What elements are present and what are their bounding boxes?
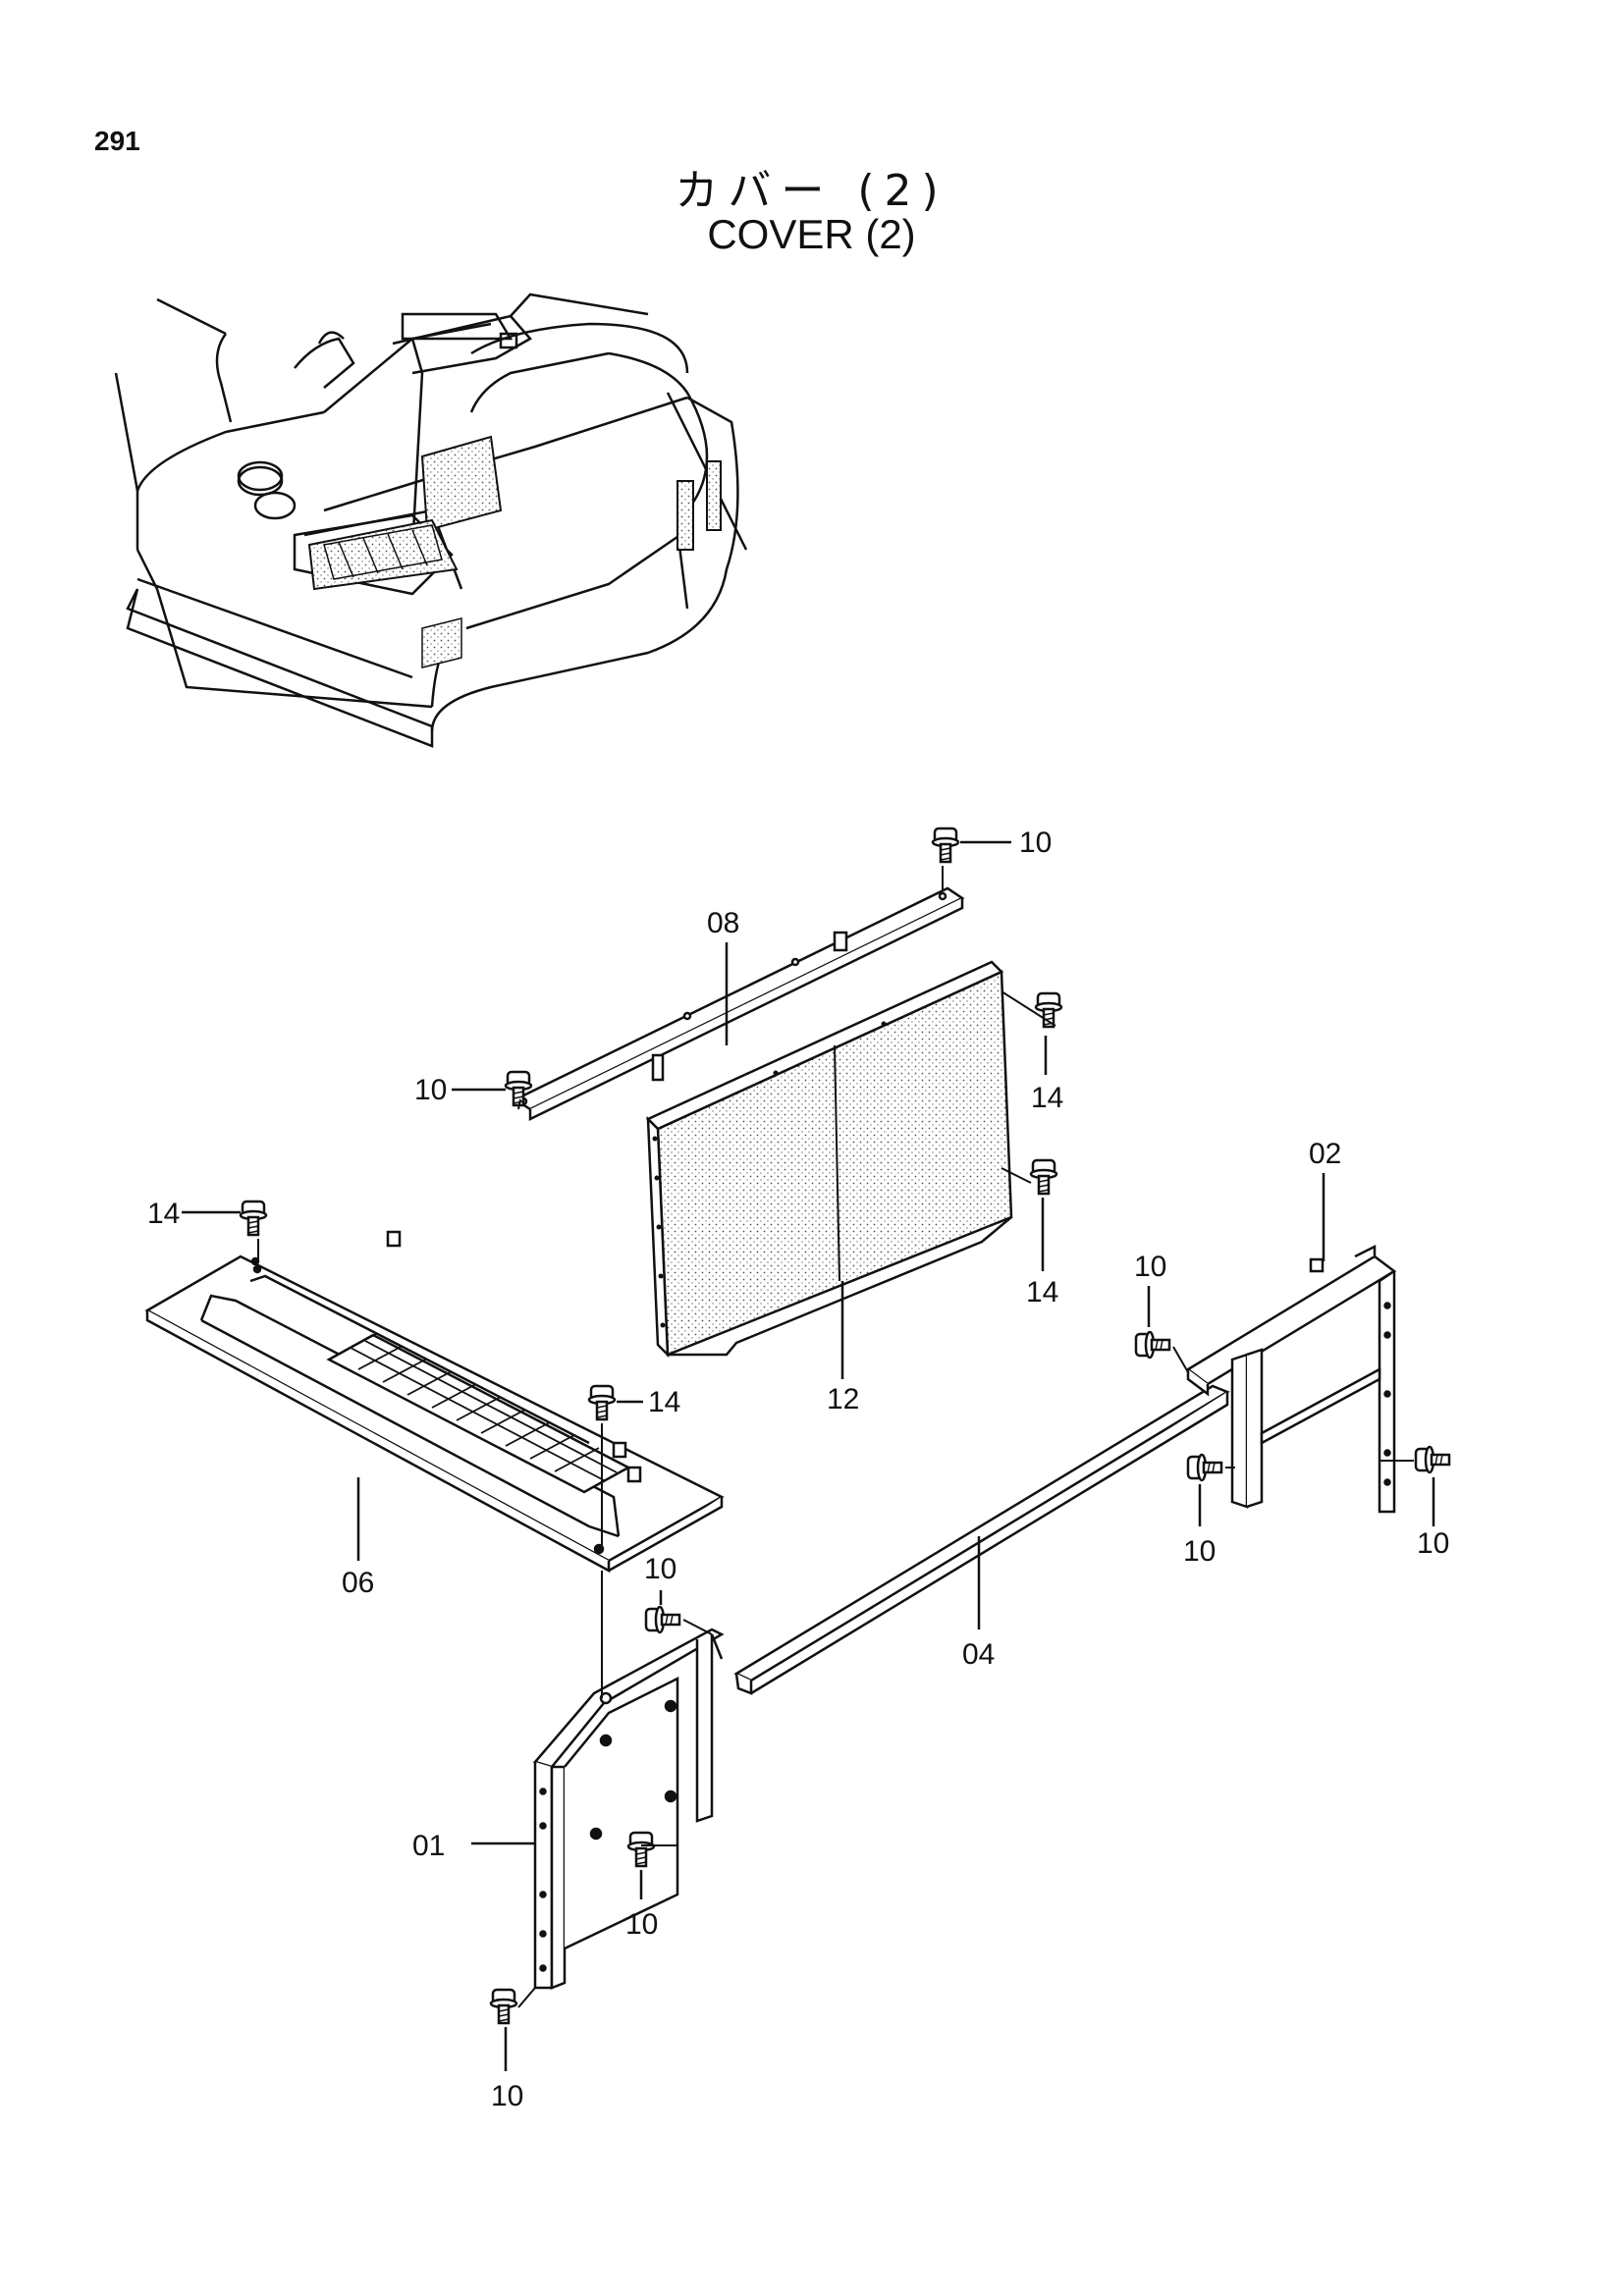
bolt-14-screen-bottom (1029, 1158, 1058, 1196)
callout-10-bracket-plate: 10 (625, 1908, 658, 1941)
bolt-10-frame-top (1134, 1330, 1171, 1360)
callout-14-cover-left: 14 (147, 1198, 180, 1230)
overview-screen-shading (307, 435, 722, 668)
title-japanese: カバー (2) (675, 166, 948, 216)
part-04-long-bar (733, 1384, 1230, 1695)
page-number: 291 (94, 126, 140, 156)
callout-08: 08 (707, 907, 739, 939)
part-06-grille-cover (144, 1230, 725, 1574)
bolt-10-frame-mid (1186, 1453, 1223, 1482)
bolt-14-cover-right (587, 1384, 617, 1421)
part-08-upper-rail (513, 886, 965, 1122)
alignment-lines (257, 866, 1414, 2008)
title-english: COVER (2) (707, 211, 916, 257)
bolt-10-top (931, 827, 960, 864)
bolt-10-bracket-bottom (489, 1988, 518, 2025)
part-01-left-bracket (532, 1628, 725, 1990)
part-02-right-frame (1185, 1244, 1397, 1514)
callout-10-bracket-top: 10 (644, 1553, 676, 1585)
callout-10-frame-mid: 10 (1183, 1535, 1216, 1568)
callout-14-cover-right: 14 (648, 1386, 680, 1418)
callout-14-screen-bottom: 14 (1026, 1276, 1058, 1308)
callout-12: 12 (827, 1383, 859, 1415)
callout-labels: 10 08 10 14 14 12 14 14 06 02 10 10 10 0… (147, 827, 1449, 2112)
leader-lines (182, 840, 1435, 2071)
callout-04: 04 (962, 1638, 995, 1671)
callout-10-frame-top: 10 (1134, 1251, 1166, 1283)
bolt-10-bracket-top (644, 1605, 681, 1634)
callout-14-screen-top: 14 (1031, 1082, 1063, 1114)
callout-10-rail: 10 (414, 1074, 447, 1106)
callout-02: 02 (1309, 1138, 1341, 1170)
callout-10-frame-right: 10 (1417, 1527, 1449, 1560)
bolt-10-frame-right (1414, 1445, 1451, 1474)
part-12-filter-screen (645, 960, 1013, 1359)
callout-01: 01 (412, 1830, 445, 1862)
bolt-14-cover-left (239, 1200, 268, 1237)
callout-10-bracket-bottom: 10 (491, 2080, 523, 2112)
callout-06: 06 (342, 1567, 374, 1599)
callout-10-top: 10 (1019, 827, 1052, 859)
